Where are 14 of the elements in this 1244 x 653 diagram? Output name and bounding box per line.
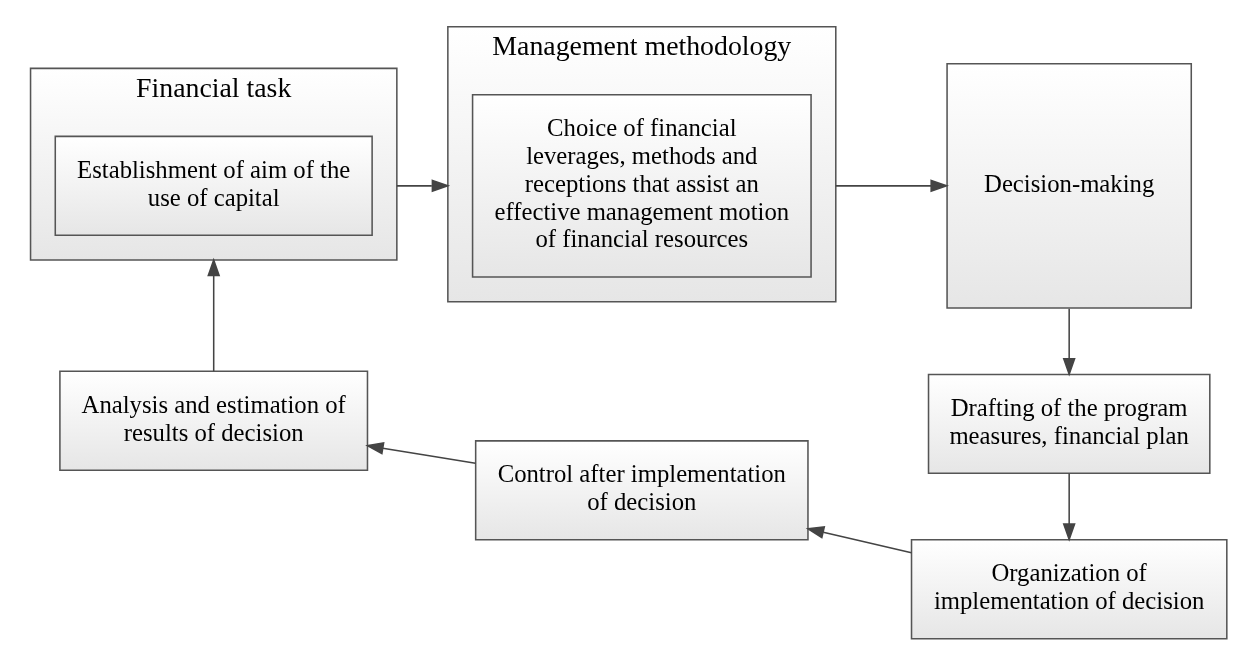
arrow (395, 179, 450, 193)
node-box: Control after implementation of decision (474, 440, 809, 541)
arrow (206, 257, 220, 372)
arrow (364, 441, 476, 465)
arrow (1062, 307, 1076, 377)
arrow (805, 526, 912, 554)
node-box: Drafting of the program measures, financial plan (927, 373, 1211, 475)
node-box: Decision-making (945, 62, 1192, 309)
arrow (1062, 472, 1076, 542)
node-box: Organization of implementation of decision (910, 539, 1228, 640)
node-box: Choice of financial leverages, methods and receptions that assist an effective management motion of financial resources (471, 93, 812, 278)
arrow (834, 179, 949, 193)
node-box: Analysis and estimation of results of decision (58, 370, 368, 471)
node-box: Establishment of aim of the use of capital (54, 135, 373, 237)
